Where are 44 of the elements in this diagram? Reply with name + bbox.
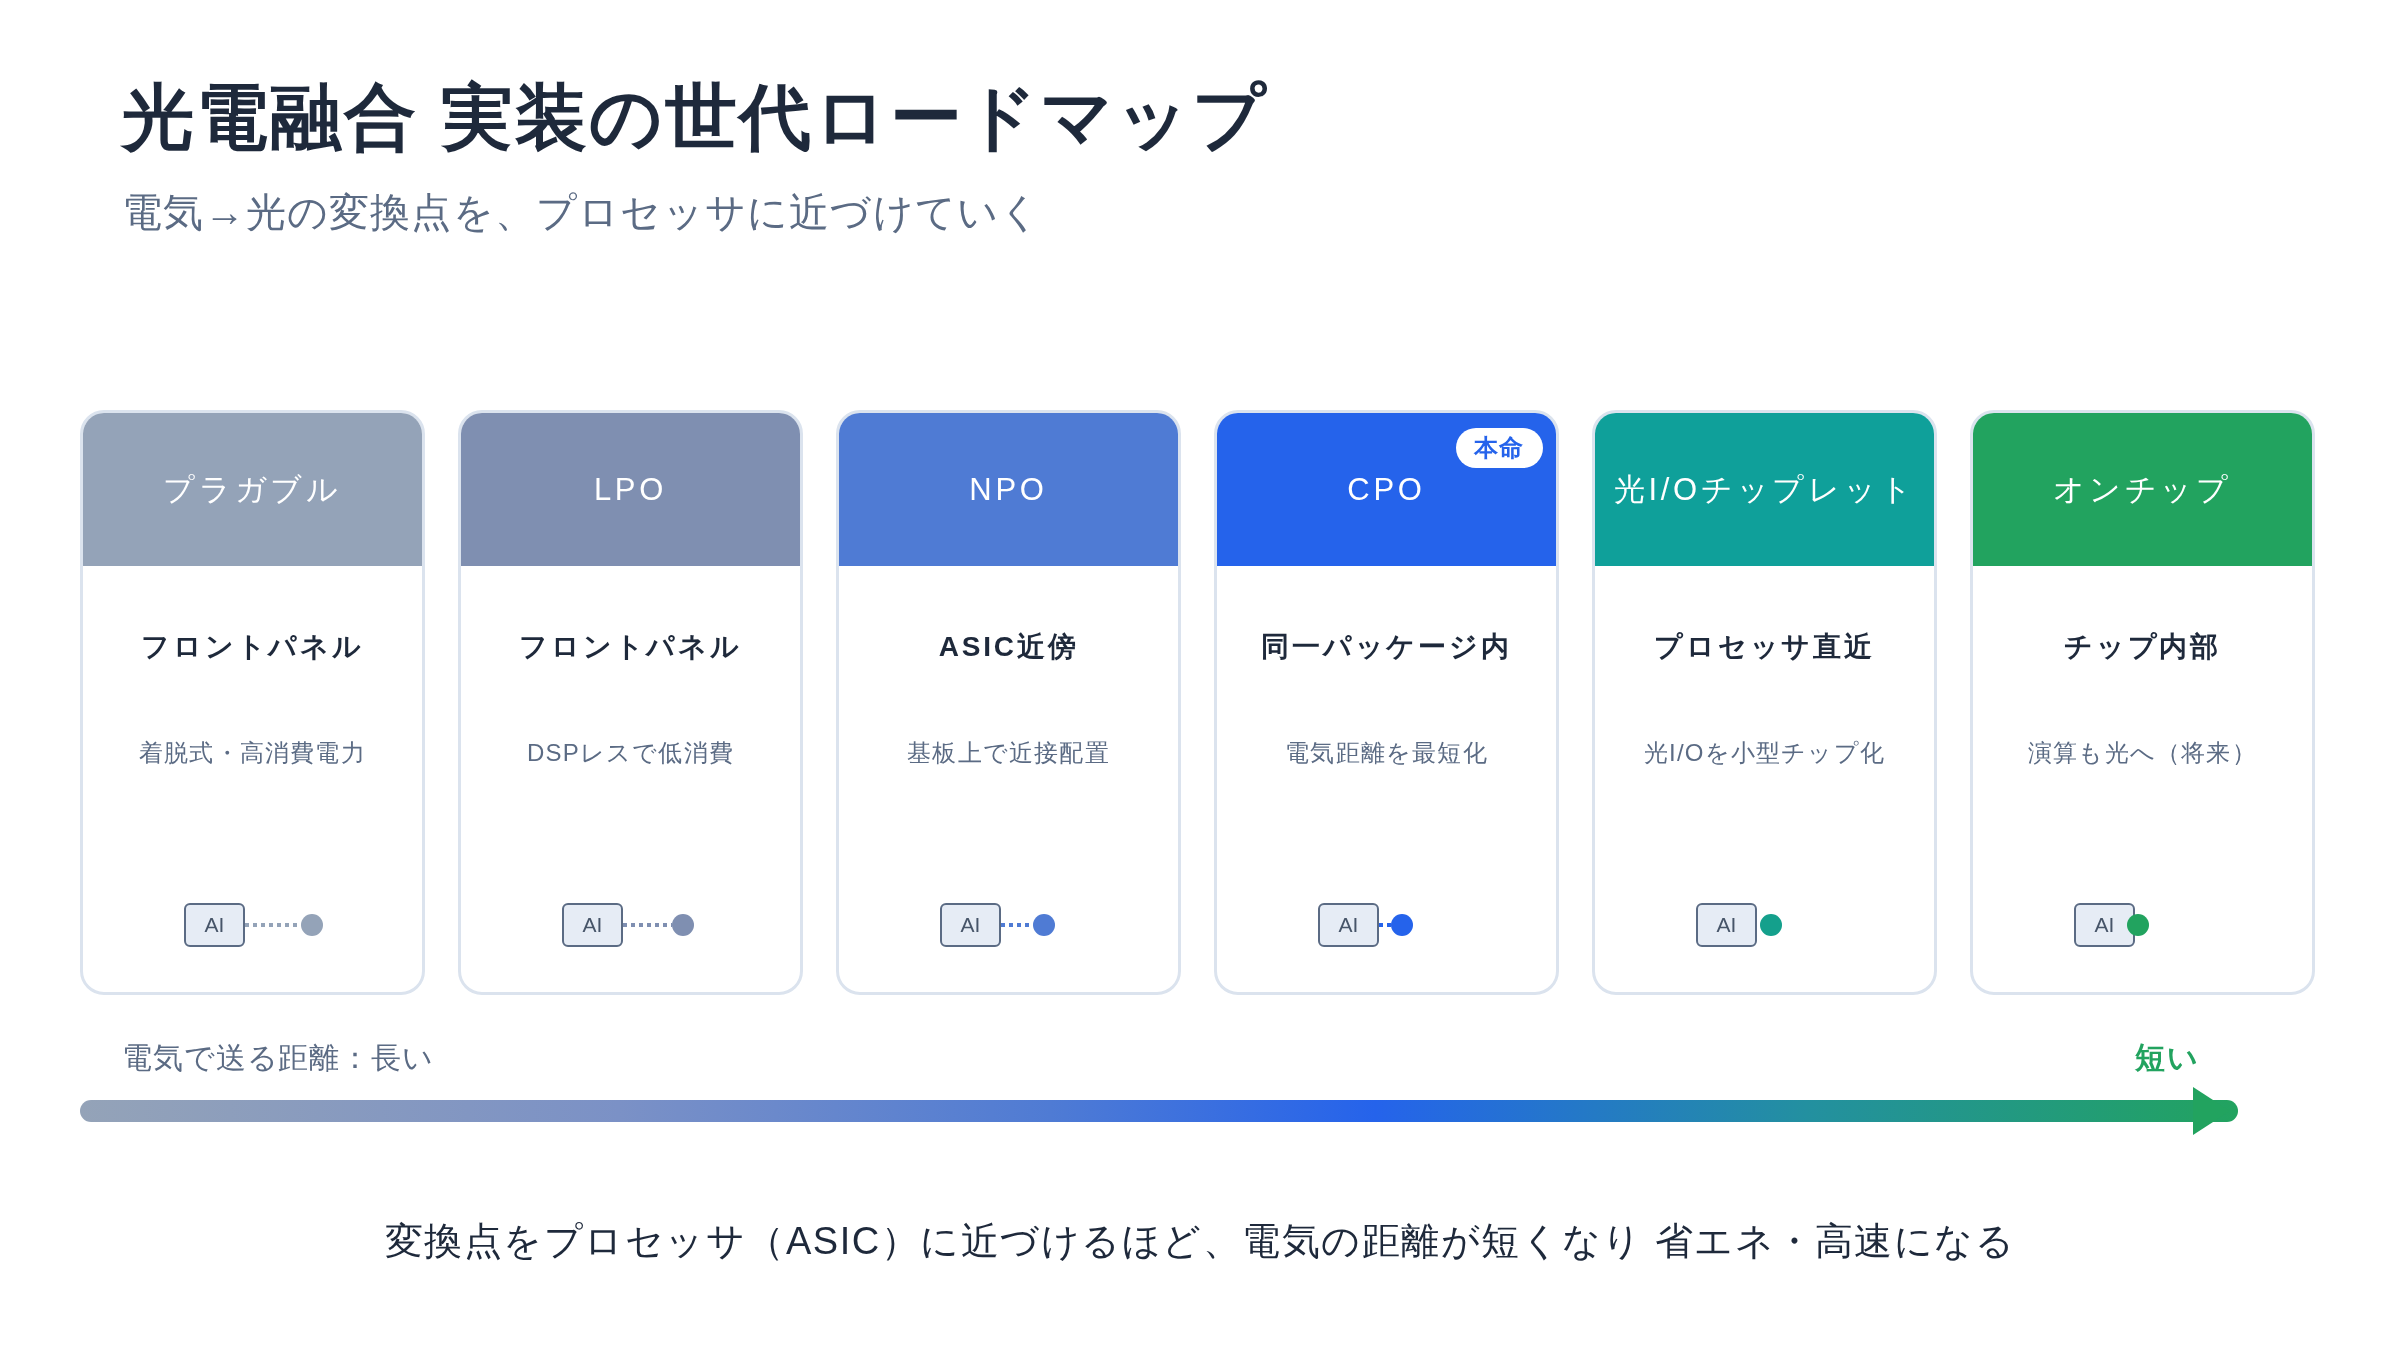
dotted-line [623,923,672,927]
subtitle: 電気→光の変換点を、プロセッサに近づけていく [122,189,1042,236]
roadmap-card [1214,410,1559,995]
roadmap-card [1970,410,2315,995]
roadmap-card [836,410,1181,995]
description-text: 着脱式・高消費電力 [139,738,366,768]
caption: 変換点をプロセッサ（ASIC）に近づけるほど、電気の距離が短くなり 省エネ・高速になる [384,1218,2016,1264]
dot-icon [1760,914,1782,936]
description-text: 基板上で近接配置 [907,738,1110,768]
status-tag: 本命 [1456,428,1543,468]
dot-icon [1033,914,1055,936]
ai-chip: AI [184,903,245,947]
location-label: フロントパネル [141,630,364,664]
title: 光電融合 実装の世代ロードマップ [122,76,1269,159]
dot-icon [301,914,323,936]
axis-label: 電気で送る距離：長い [122,1040,434,1076]
stage-name: プラガブル [163,470,342,509]
stage-name: オンチップ [2053,470,2232,509]
location-label: フロントパネル [519,630,742,664]
roadmap-card [80,410,425,995]
ai-chip: AI [1318,903,1379,947]
stage-name: CPO [1347,471,1426,508]
location-label: 同一パッケージ内 [1261,630,1512,664]
roadmap-card [458,410,803,995]
location-label: ASIC近傍 [938,630,1079,664]
stage-name: 光I/Oチップレット [1613,470,1916,509]
ai-chip: AI [940,903,1001,947]
dot-icon [2127,914,2149,936]
axis-label: 短い [2135,1040,2199,1076]
dotted-line [1379,923,1391,927]
location-label: プロセッサ直近 [1654,630,1875,664]
description-text: 電気距離を最短化 [1285,738,1488,768]
description-text: 演算も光へ（将来） [2028,738,2257,768]
location-label: チップ内部 [2064,630,2221,664]
dot-icon [1391,914,1413,936]
ai-chip: AI [1696,903,1757,947]
ai-chip: AI [2074,903,2135,947]
description-text: DSPレスで低消費 [526,738,735,768]
stage-name: LPO [593,471,668,508]
ai-chip: AI [562,903,623,947]
description-text: 光I/Oを小型チップ化 [1643,738,1886,768]
dot-icon [672,914,694,936]
stage-name: NPO [969,471,1048,508]
roadmap-card [1592,410,1937,995]
